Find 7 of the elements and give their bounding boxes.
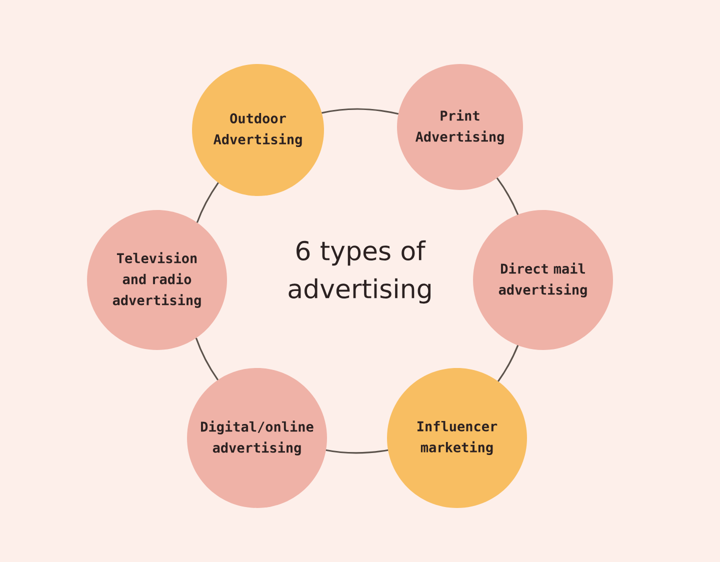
title: 6 types of advertising (288, 240, 430, 304)
ring-arc (496, 177, 519, 215)
ring-arc (322, 108, 399, 115)
ring-arc (326, 449, 388, 454)
ring-arc (195, 338, 219, 380)
ring-arc (498, 345, 519, 382)
ring-arc (196, 182, 219, 223)
